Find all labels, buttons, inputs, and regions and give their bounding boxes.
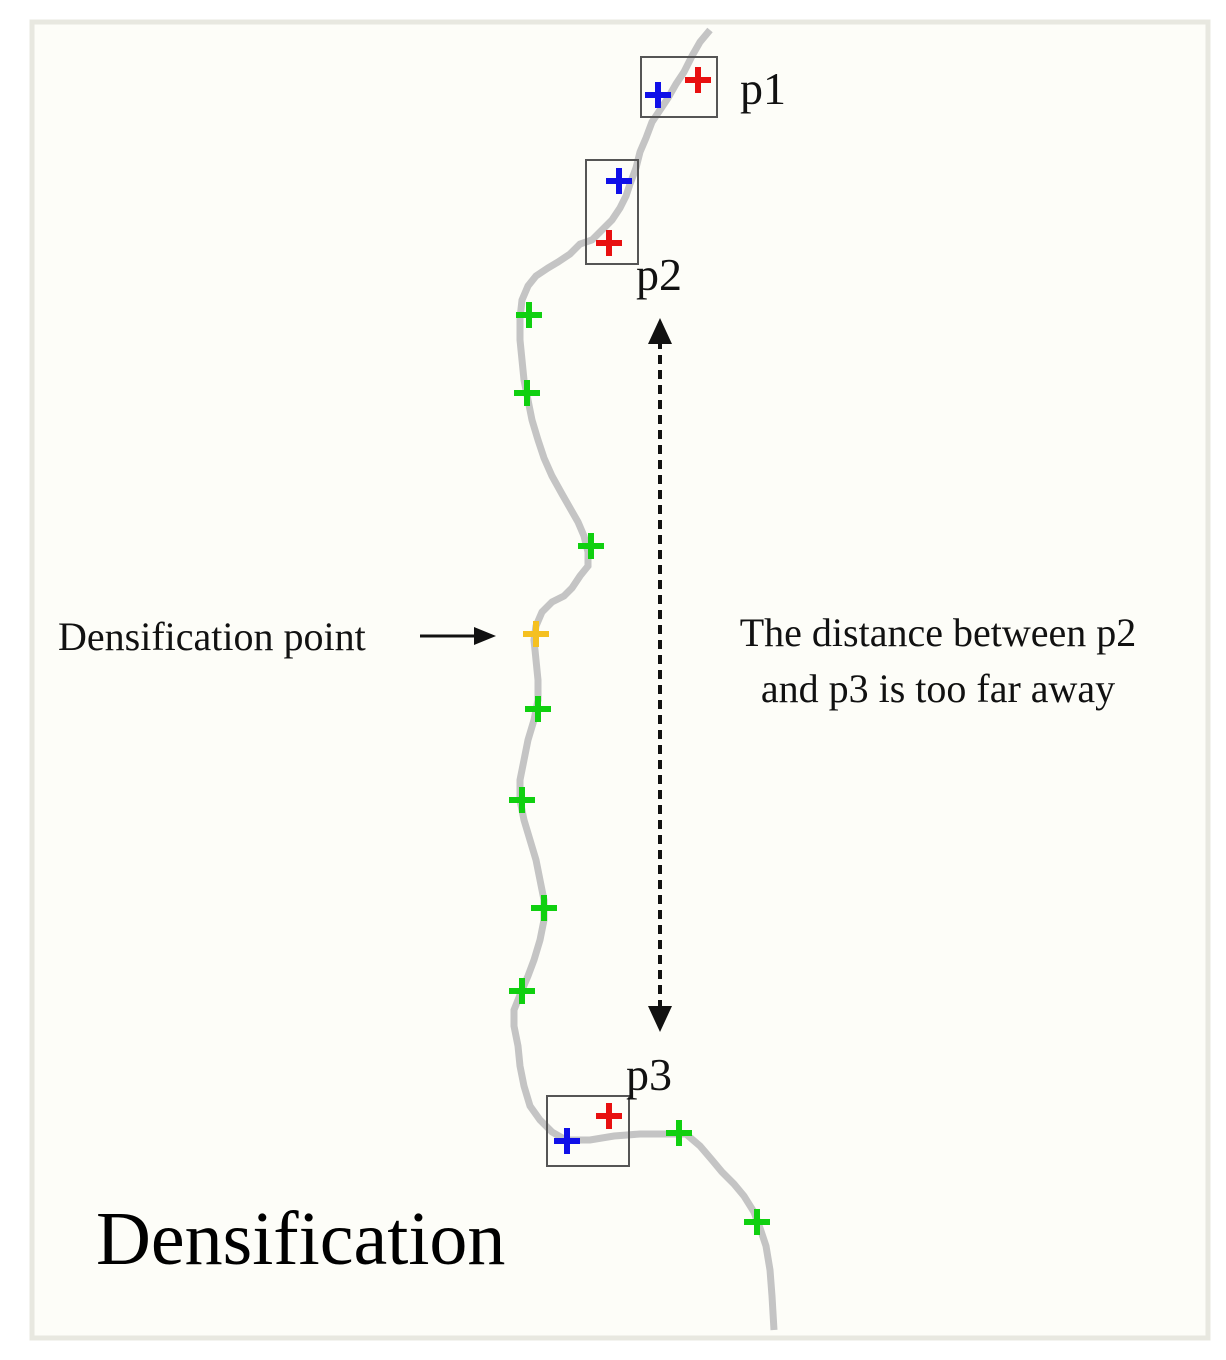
distance-arrow — [648, 318, 672, 1032]
green-marker — [514, 380, 540, 406]
label-distance-line2: and p3 is too far away — [761, 666, 1115, 711]
p3-red-marker — [596, 1103, 622, 1129]
densification-pointer-head — [474, 627, 496, 645]
green-marker — [531, 895, 557, 921]
p1-box — [640, 56, 718, 118]
densification-pointer — [420, 627, 496, 645]
green-marker — [509, 978, 535, 1004]
green-marker — [509, 787, 535, 813]
caption-densification: Densification — [96, 1197, 505, 1281]
label-densification-point: Densification point — [58, 614, 366, 659]
green-marker — [525, 696, 551, 722]
p1-blue-marker — [645, 82, 671, 108]
p2-blue-marker — [606, 168, 632, 194]
p2-red-marker — [596, 230, 622, 256]
distance-arrow-head-bottom — [648, 1006, 672, 1032]
label-distance-line1: The distance between p2 — [740, 610, 1137, 655]
label-p1: p1 — [740, 63, 786, 114]
p2-box — [585, 159, 639, 265]
green-marker — [666, 1120, 692, 1146]
p3-blue-marker — [554, 1128, 580, 1154]
green-marker — [744, 1209, 770, 1235]
distance-arrow-head-top — [648, 318, 672, 344]
p3-box — [546, 1095, 630, 1167]
p1-red-marker — [685, 67, 711, 93]
densification-point-marker — [523, 621, 549, 647]
label-p3: p3 — [626, 1049, 672, 1100]
green-marker — [516, 302, 542, 328]
label-p2: p2 — [636, 249, 682, 300]
marker-layer — [509, 67, 770, 1235]
green-marker — [578, 533, 604, 559]
